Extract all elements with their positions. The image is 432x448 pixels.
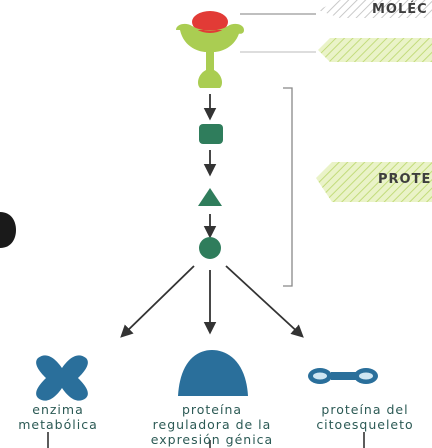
cytoskeleton-label: proteína del citoesqueleto xyxy=(298,402,432,432)
arrow-to-cytoskeleton xyxy=(225,265,304,338)
kinase-triangle-icon xyxy=(198,188,222,206)
dome-protein-icon xyxy=(178,350,248,396)
cytoskeleton-label-line-1: proteína del xyxy=(321,402,409,417)
molecule-tag: MOLÉC xyxy=(372,2,428,17)
regulator-label-line-2: reguladora de la xyxy=(152,417,272,432)
x-shaped-enzyme-icon xyxy=(36,355,88,401)
arrow-to-enzyme xyxy=(120,265,195,338)
kinase-circle-icon xyxy=(199,237,221,259)
protein-banner xyxy=(316,162,432,202)
chain-filament-icon xyxy=(308,368,378,384)
kinase-square-icon xyxy=(199,124,223,144)
enzyme-label-line-2: metabólica xyxy=(18,417,98,432)
protein-tag: PROTE xyxy=(378,172,432,187)
membrane-edge-shape xyxy=(0,212,16,248)
molecule-banner xyxy=(318,0,432,18)
lime-banner xyxy=(318,38,432,62)
regulator-label-line-1: proteína xyxy=(181,402,243,417)
enzyme-label: enzima metabólica xyxy=(0,402,116,432)
cytoskeleton-label-line-2: citoesqueleto xyxy=(316,417,414,432)
regulator-label: proteína reguladora de la expresión géni… xyxy=(122,402,302,447)
y-shaped-receptor-icon xyxy=(176,11,244,88)
enzyme-label-line-1: enzima xyxy=(32,402,84,417)
regulator-label-line-3: expresión génica xyxy=(150,432,274,447)
cascade-bracket xyxy=(283,87,293,287)
